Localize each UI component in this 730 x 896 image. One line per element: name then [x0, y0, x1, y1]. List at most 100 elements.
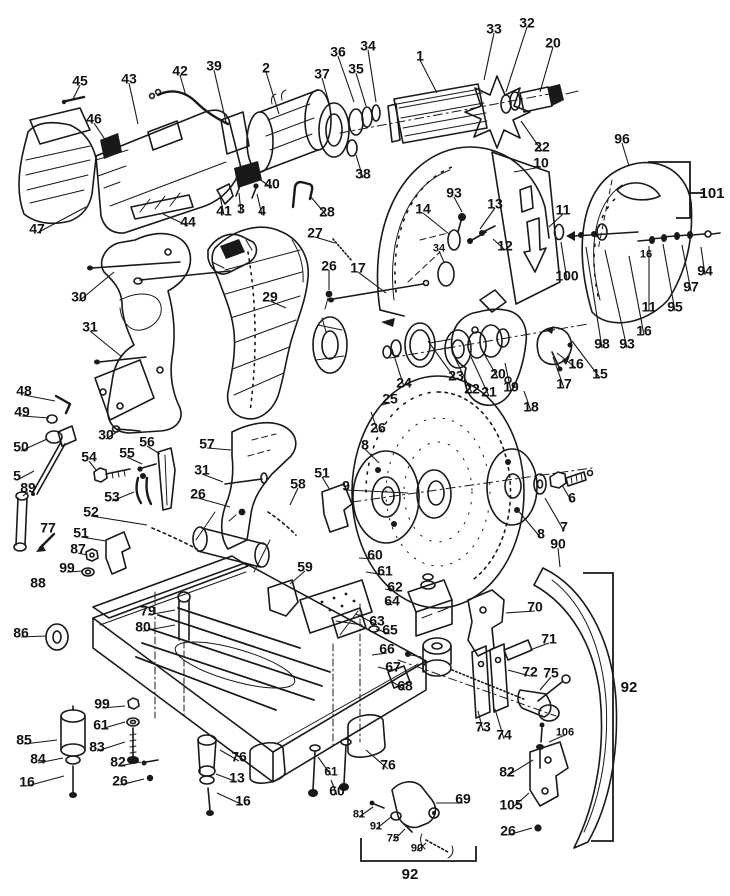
leader-line-97 — [681, 244, 692, 292]
leader-line-29 — [269, 300, 287, 309]
part-label-75: 75 — [543, 665, 559, 681]
leader-line-51 — [80, 536, 107, 542]
part-label-29: 29 — [262, 289, 278, 305]
bracket-label-101: 101 — [699, 185, 724, 202]
left-rods — [13, 394, 99, 577]
leader-line-83 — [96, 741, 126, 752]
part-label-98: 98 — [594, 336, 610, 352]
bracket-92 — [360, 838, 477, 862]
base-fasteners — [60, 697, 352, 816]
part-label-60: 60 — [367, 547, 383, 563]
leader-line-16 — [26, 775, 65, 787]
part-label-19: 19 — [503, 379, 519, 395]
part-label-42: 42 — [172, 63, 188, 79]
part-label-48: 48 — [16, 383, 32, 399]
leader-line-15 — [571, 340, 601, 379]
leader-line-45 — [72, 84, 81, 100]
part-label-51: 51 — [73, 525, 89, 541]
motor-end-cap — [18, 107, 129, 225]
leader-lines — [16, 26, 706, 852]
leader-line-90 — [416, 842, 427, 852]
leader-line-89 — [22, 491, 29, 497]
part-label-51: 51 — [314, 465, 330, 481]
part-label-3: 3 — [237, 201, 245, 217]
leader-line-16 — [628, 255, 645, 336]
part-label-85: 85 — [16, 732, 32, 748]
leader-line-8 — [515, 507, 542, 539]
leader-line-41 — [219, 195, 225, 216]
pivot-arm — [220, 421, 297, 550]
part-label-73: 73 — [475, 719, 491, 735]
leader-line-79 — [147, 609, 176, 616]
leader-line-13 — [479, 207, 496, 230]
switch-block — [207, 233, 258, 275]
part-label-86: 86 — [13, 625, 29, 641]
leader-line-96 — [621, 142, 630, 167]
leader-line-2 — [265, 71, 280, 115]
bracket-label-92: 92 — [402, 866, 419, 883]
part-label-26: 26 — [370, 420, 386, 436]
part-label-106: 106 — [556, 727, 574, 739]
part-label-88: 88 — [30, 575, 46, 591]
leader-line-26 — [370, 411, 379, 433]
leader-line-85 — [23, 739, 58, 745]
leader-line-105 — [510, 792, 530, 810]
part-label-90: 90 — [411, 843, 423, 855]
part-label-52: 52 — [83, 504, 99, 520]
part-label-80: 80 — [135, 619, 151, 635]
part-label-82: 82 — [110, 754, 126, 770]
leader-line-62 — [384, 588, 396, 592]
grommet — [45, 623, 69, 651]
part-label-13: 13 — [229, 770, 245, 786]
leader-line-61 — [100, 721, 126, 730]
leader-line-36 — [337, 55, 355, 103]
leader-line-26 — [197, 497, 231, 508]
part-label-75: 75 — [387, 833, 399, 845]
leader-line-55 — [126, 456, 143, 465]
part-label-70: 70 — [527, 599, 543, 615]
frame-half-left — [87, 232, 231, 434]
part-label-14: 14 — [415, 201, 431, 217]
pivot-tube-springs — [105, 483, 353, 575]
leader-line-12 — [492, 238, 506, 251]
leader-line-16 — [216, 792, 244, 806]
part-label-71: 71 — [541, 631, 557, 647]
crank-handle — [369, 781, 454, 859]
part-label-50: 50 — [13, 439, 29, 455]
blade-guard — [376, 146, 561, 327]
bracket-92 — [583, 572, 614, 842]
leader-line-80 — [142, 624, 176, 632]
rear-guard — [529, 567, 618, 849]
part-label-22: 22 — [464, 381, 480, 397]
leader-line-40 — [254, 175, 273, 189]
leader-line-14 — [422, 212, 450, 235]
leader-line-61 — [317, 756, 332, 776]
part-label-27: 27 — [307, 225, 323, 241]
leader-line-33 — [483, 32, 495, 81]
part-label-59: 59 — [297, 559, 313, 575]
fence-clamp-plates — [267, 579, 380, 639]
part-label-90: 90 — [550, 536, 566, 552]
part-label-60: 60 — [329, 783, 345, 799]
leader-line-11 — [548, 213, 564, 228]
part-label-63: 63 — [369, 613, 385, 629]
part-label-13: 13 — [487, 196, 503, 212]
leader-line-18 — [523, 390, 532, 412]
leader-line-51 — [321, 476, 331, 491]
leader-line-98 — [585, 246, 603, 349]
part-label-26: 26 — [190, 486, 206, 502]
part-label-97: 97 — [683, 279, 699, 295]
leader-line-47 — [36, 206, 87, 234]
part-label-20: 20 — [545, 35, 561, 51]
fastener-row — [553, 223, 721, 244]
leader-line-34 — [438, 250, 445, 263]
part-label-81: 81 — [353, 809, 365, 821]
part-label-36: 36 — [330, 44, 346, 60]
part-label-95: 95 — [667, 299, 683, 315]
part-label-9: 9 — [342, 478, 350, 494]
part-label-68: 68 — [397, 678, 413, 694]
part-label-18: 18 — [523, 399, 539, 415]
